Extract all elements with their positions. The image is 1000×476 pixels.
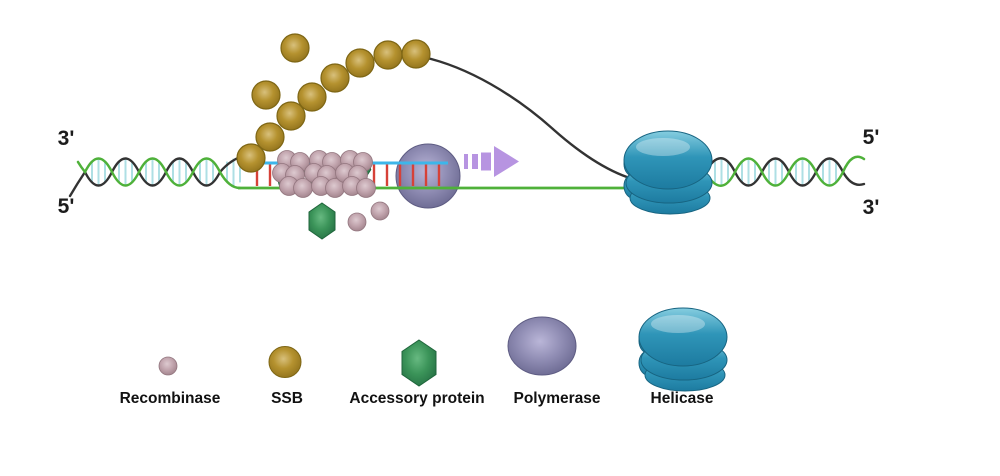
legend-label-recombinase: Recombinase	[119, 390, 221, 407]
template-strand-black-left	[68, 153, 248, 198]
ssb-protein	[345, 48, 375, 78]
ssb-protein-chain	[236, 33, 431, 173]
legend-recombinase-icon	[158, 356, 178, 376]
ssb-protein	[251, 80, 281, 110]
dna-double-helix-left	[68, 153, 248, 198]
base-pair-rungs-right	[714, 158, 837, 186]
recombinase-monomer	[356, 178, 376, 198]
legend-helicase-icon	[638, 307, 728, 392]
legend-icons	[158, 307, 728, 392]
strand-label-right-3prime: 3'	[862, 196, 880, 219]
displaced-strand-curve	[421, 55, 648, 184]
legend-label-helicase: Helicase	[650, 390, 714, 407]
legend-label-accessory-protein: Accessory protein	[349, 390, 485, 407]
dna-double-helix-right	[704, 155, 866, 187]
replication-direction-arrow	[464, 146, 519, 177]
legend-label-ssb: SSB	[271, 390, 303, 407]
ssb-protein	[255, 122, 285, 152]
recombinase-clusters	[272, 150, 376, 198]
strand-label-left-5prime: 5'	[57, 195, 75, 218]
ssb-protein	[401, 39, 431, 69]
recombinase-monomer	[347, 212, 367, 232]
ssb-protein	[373, 40, 403, 70]
arrow-head	[494, 146, 519, 177]
arrow-dash	[464, 154, 468, 169]
ssb-protein	[320, 63, 350, 93]
polymerase-blob	[395, 143, 461, 209]
ssb-protein	[236, 143, 266, 173]
template-strand-green-left	[76, 157, 242, 190]
ssb-protein	[276, 101, 306, 131]
legend-ssb-icon	[268, 346, 302, 378]
free-proteins	[308, 201, 390, 240]
ssb-protein	[297, 82, 327, 112]
recombinase-monomer	[370, 201, 390, 221]
ssb-protein	[280, 33, 310, 63]
strand-label-right-5prime: 5'	[862, 126, 880, 149]
legend-accessory-protein-icon	[401, 339, 437, 387]
template-strand-green-right	[704, 155, 866, 187]
legend-label-polymerase: Polymerase	[513, 390, 601, 407]
arrow-dash	[472, 154, 478, 169]
helicase-blob	[623, 130, 713, 215]
arrow-dash	[481, 152, 491, 171]
strand-label-left-3prime: 3'	[57, 127, 75, 150]
legend-polymerase-icon	[507, 316, 577, 376]
base-pair-rungs-left	[91, 158, 241, 186]
accessory-protein-hexagon	[308, 202, 336, 240]
